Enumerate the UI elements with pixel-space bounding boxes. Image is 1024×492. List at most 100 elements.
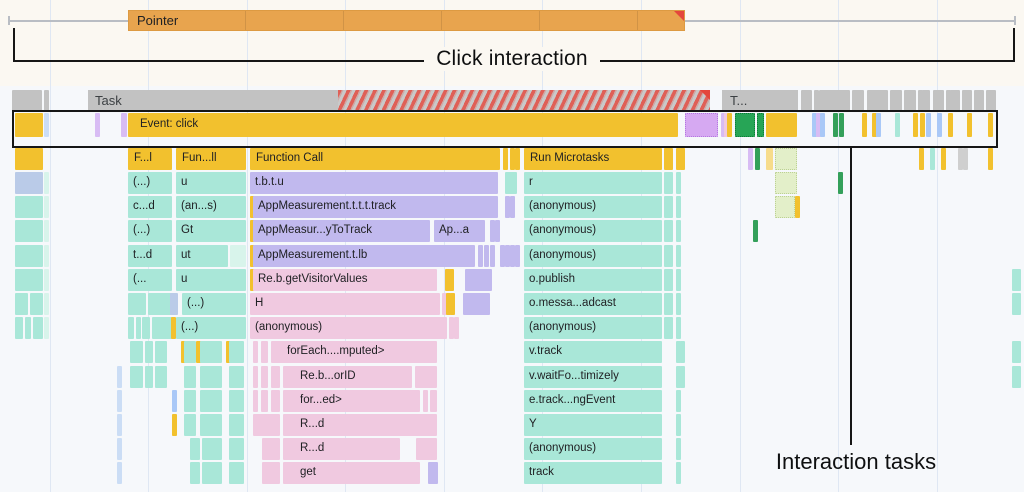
flame-bar[interactable] bbox=[490, 220, 495, 242]
flame-bar[interactable] bbox=[890, 90, 902, 111]
flame-bar[interactable] bbox=[200, 390, 222, 412]
flame-bar[interactable] bbox=[117, 438, 122, 460]
flame-bar[interactable] bbox=[503, 148, 508, 170]
flame-bar[interactable] bbox=[200, 341, 222, 363]
flame-bar[interactable] bbox=[721, 113, 726, 137]
flame-bar[interactable] bbox=[676, 220, 681, 242]
flame-bar[interactable] bbox=[478, 245, 483, 267]
flame-bar[interactable] bbox=[918, 90, 923, 111]
flame-bar[interactable] bbox=[950, 90, 960, 111]
flame-bar[interactable] bbox=[735, 113, 755, 137]
flame-bar[interactable] bbox=[753, 220, 758, 242]
flame-bar[interactable] bbox=[766, 148, 773, 170]
flame-bar-get[interactable]: get bbox=[283, 462, 420, 484]
flame-bar[interactable] bbox=[664, 196, 673, 218]
flame-bar[interactable] bbox=[676, 341, 681, 363]
flame-bar-re-b-orid[interactable]: Re.b...orID bbox=[283, 366, 412, 388]
flame-bar[interactable] bbox=[724, 113, 729, 137]
flame-bar[interactable] bbox=[933, 90, 944, 111]
flame-bar[interactable] bbox=[130, 366, 143, 388]
flame-bar[interactable] bbox=[676, 245, 681, 267]
flame-bar[interactable] bbox=[920, 113, 925, 137]
flame-bar[interactable] bbox=[986, 90, 996, 111]
flame-bar[interactable] bbox=[44, 317, 49, 339]
flame-bar-anonymous[interactable]: (anonymous) bbox=[524, 196, 662, 218]
flame-bar[interactable] bbox=[839, 113, 844, 137]
flame-bar[interactable] bbox=[184, 414, 196, 436]
flame-bar[interactable] bbox=[121, 113, 127, 137]
flame-bar[interactable] bbox=[15, 196, 43, 218]
flame-bar-[interactable]: (... bbox=[128, 269, 172, 291]
flame-bar[interactable] bbox=[253, 341, 258, 363]
flame-bar[interactable] bbox=[229, 390, 244, 412]
flame-bar[interactable] bbox=[261, 390, 268, 412]
flame-bar-track[interactable]: track bbox=[524, 462, 662, 484]
flame-bar[interactable] bbox=[15, 113, 43, 137]
flame-bar[interactable] bbox=[226, 341, 231, 363]
flame-bar[interactable] bbox=[727, 113, 732, 137]
flame-bar-r-d[interactable]: R...d bbox=[283, 438, 400, 460]
flame-bar-foreach-mputed[interactable]: forEach....mputed> bbox=[271, 341, 437, 363]
flame-bar-h[interactable]: H bbox=[250, 293, 440, 315]
task-bar-2[interactable]: T... bbox=[722, 90, 798, 111]
flame-bar[interactable] bbox=[676, 366, 681, 388]
flame-bar[interactable] bbox=[838, 172, 843, 194]
flame-bar[interactable] bbox=[152, 317, 172, 339]
flame-bar[interactable] bbox=[250, 220, 255, 242]
flame-bar[interactable] bbox=[171, 317, 176, 339]
flame-bar[interactable] bbox=[895, 113, 900, 137]
flame-bar[interactable] bbox=[184, 341, 196, 363]
flame-bar[interactable] bbox=[748, 148, 753, 170]
flame-bar[interactable] bbox=[515, 245, 520, 267]
flame-bar-v-track[interactable]: v.track bbox=[524, 341, 662, 363]
flame-bar[interactable] bbox=[44, 113, 49, 137]
flame-bar[interactable] bbox=[465, 269, 492, 291]
flame-bar[interactable] bbox=[664, 293, 673, 315]
flame-bar[interactable] bbox=[15, 220, 43, 242]
flame-bar[interactable] bbox=[428, 462, 438, 484]
flame-bar[interactable] bbox=[253, 366, 258, 388]
flame-bar[interactable] bbox=[680, 148, 685, 170]
flame-bar[interactable] bbox=[676, 172, 681, 194]
flame-bar[interactable] bbox=[505, 245, 510, 267]
flame-bar-y[interactable]: Y bbox=[524, 414, 662, 436]
flame-bar[interactable] bbox=[664, 269, 673, 291]
flame-bar-[interactable]: (...) bbox=[176, 317, 246, 339]
flame-bar[interactable] bbox=[962, 90, 972, 111]
flame-bar[interactable] bbox=[833, 113, 838, 137]
flame-bar[interactable] bbox=[202, 438, 222, 460]
flame-bar[interactable] bbox=[442, 293, 447, 315]
flame-bar[interactable] bbox=[142, 317, 150, 339]
flame-bar[interactable] bbox=[919, 148, 924, 170]
flame-bar[interactable] bbox=[495, 220, 500, 242]
flame-bar[interactable] bbox=[145, 366, 153, 388]
flame-bar[interactable] bbox=[664, 148, 673, 170]
flame-bar-ap-a[interactable]: Ap...a bbox=[434, 220, 485, 242]
flame-bar[interactable] bbox=[15, 245, 43, 267]
flame-bar[interactable] bbox=[1012, 293, 1021, 315]
flame-bar[interactable] bbox=[262, 462, 280, 484]
flame-bar-u[interactable]: u bbox=[176, 172, 246, 194]
flame-bar[interactable] bbox=[449, 269, 454, 291]
flame-bar[interactable] bbox=[510, 148, 515, 170]
flame-bar[interactable] bbox=[862, 113, 867, 137]
flame-bar-r[interactable]: r bbox=[524, 172, 662, 194]
flame-bar[interactable] bbox=[200, 414, 222, 436]
flame-bar[interactable] bbox=[814, 90, 819, 111]
flame-bar-anonymous[interactable]: (anonymous) bbox=[524, 220, 662, 242]
flame-bar[interactable] bbox=[253, 390, 258, 412]
flame-bar[interactable] bbox=[95, 113, 100, 137]
flame-bar[interactable] bbox=[44, 245, 49, 267]
flame-bar[interactable] bbox=[44, 220, 49, 242]
flame-bar[interactable] bbox=[250, 245, 255, 267]
flame-bar[interactable] bbox=[200, 366, 222, 388]
flame-bar[interactable] bbox=[44, 172, 49, 194]
flame-bar-anonymous[interactable]: (anonymous) bbox=[524, 438, 662, 460]
flame-bar[interactable] bbox=[33, 317, 43, 339]
flame-bar[interactable] bbox=[15, 269, 43, 291]
task-bar[interactable]: Task bbox=[88, 90, 710, 111]
flame-bar[interactable] bbox=[941, 148, 946, 170]
flame-bar-appmeasurement-t-lb[interactable]: AppMeasurement.t.lb bbox=[253, 245, 475, 267]
flame-bar[interactable] bbox=[872, 113, 877, 137]
flame-bar[interactable] bbox=[250, 269, 255, 291]
